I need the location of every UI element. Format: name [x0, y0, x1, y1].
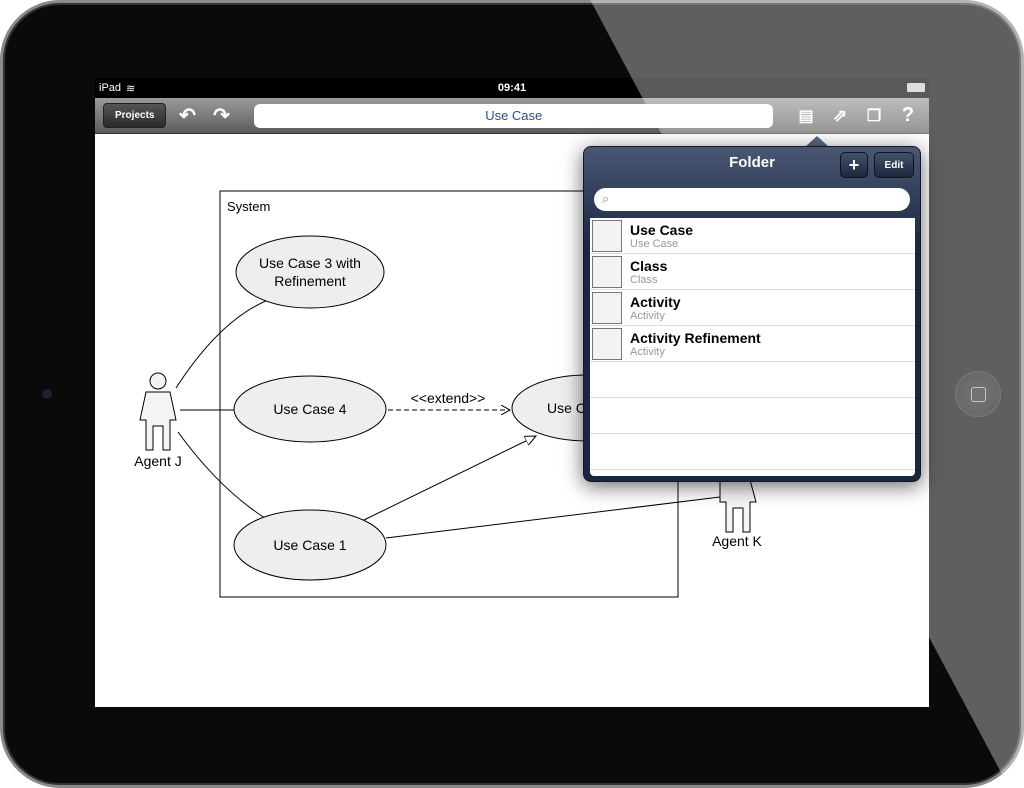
agent-k-icon[interactable]	[719, 479, 757, 533]
add-button[interactable]: +	[840, 152, 868, 178]
item-title: Class	[630, 257, 668, 274]
item-title: Activity Refinement	[630, 329, 761, 346]
empty-row	[590, 398, 915, 434]
document-title-field[interactable]: Use Case	[254, 103, 773, 128]
agent-j-icon[interactable]	[139, 372, 177, 451]
toolbar: Projects ↶ ↷ Use Case ▤ ⇗ ❐ ?	[95, 98, 929, 134]
activity-thumbnail-icon	[592, 327, 622, 360]
popover-title: Folder	[729, 154, 775, 171]
activity-thumbnail-icon	[592, 291, 622, 324]
status-bar: iPad ≋ 09:41	[95, 78, 929, 98]
item-title: Use Case	[630, 221, 694, 238]
use-case-1[interactable]	[233, 509, 387, 581]
system-label: System	[227, 199, 270, 214]
item-title: Activity	[630, 293, 681, 310]
search-field[interactable]: ⌕	[594, 188, 910, 211]
item-subtitle: Activity	[630, 345, 665, 358]
agent-k-label: Agent K	[712, 533, 762, 549]
edit-button[interactable]: Edit	[874, 152, 914, 178]
share-icon[interactable]: ⇗	[832, 105, 848, 125]
popover-arrow	[805, 136, 829, 147]
carrier: iPad	[99, 82, 122, 94]
search-icon: ⌕	[602, 191, 610, 206]
uc3-label-1: Use Case 3 with	[259, 255, 361, 271]
class-thumbnail-icon	[592, 255, 622, 288]
redo-icon[interactable]: ↷	[213, 105, 230, 127]
undo-icon[interactable]: ↶	[179, 105, 196, 127]
item-subtitle: Use Case	[630, 237, 679, 250]
empty-row	[590, 362, 915, 398]
item-subtitle: Class	[630, 273, 658, 286]
uc3-label-2: Refinement	[274, 273, 346, 289]
home-icon	[971, 387, 986, 402]
battery-icon	[907, 83, 925, 92]
documents-icon[interactable]: ▤	[798, 107, 814, 125]
wifi-icon: ≋	[126, 82, 136, 95]
copy-icon[interactable]: ❐	[866, 107, 882, 125]
help-icon[interactable]: ?	[901, 104, 915, 126]
projects-button[interactable]: Projects	[103, 103, 167, 128]
uc1-label: Use Case 1	[273, 537, 346, 553]
clock: 09:41	[497, 82, 527, 94]
extend-label: <<extend>>	[411, 390, 486, 406]
home-button[interactable]	[955, 371, 1001, 417]
use-case-thumbnail-icon	[592, 219, 622, 252]
empty-row	[590, 434, 915, 470]
use-case-4[interactable]	[233, 375, 387, 443]
uc4-label: Use Case 4	[273, 401, 346, 417]
item-subtitle: Activity	[630, 309, 665, 322]
agent-j-label: Agent J	[134, 453, 181, 469]
use-case-3[interactable]	[235, 235, 385, 309]
camera	[42, 389, 52, 399]
uc2-label: Use C	[547, 400, 586, 416]
